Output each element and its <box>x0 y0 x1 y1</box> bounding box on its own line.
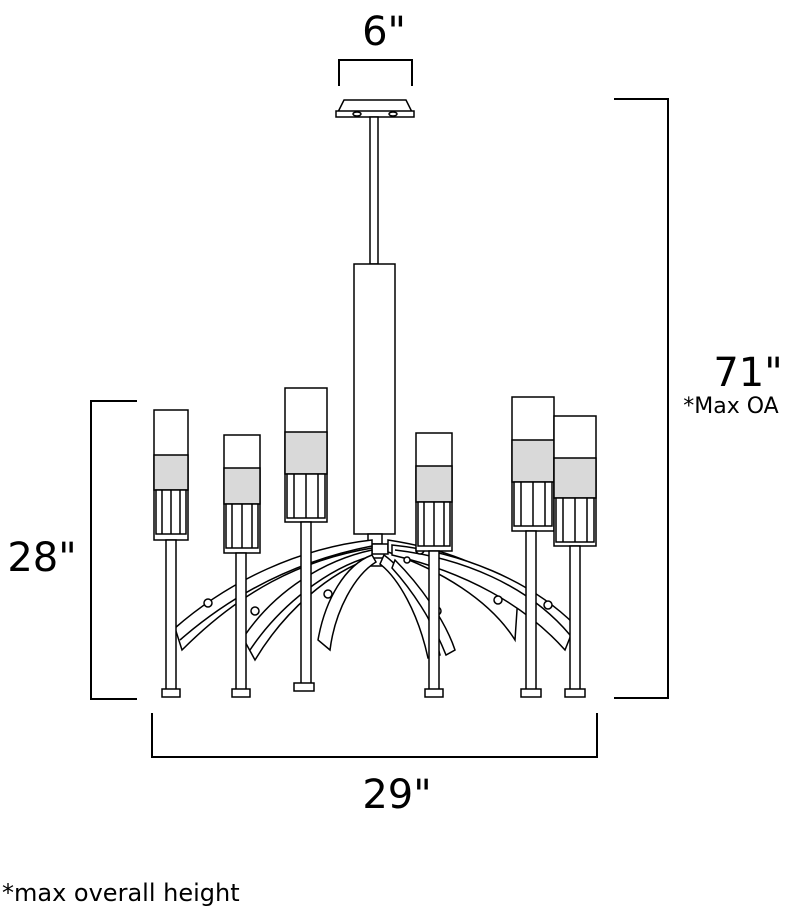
light-5 <box>511 396 555 698</box>
light-4 <box>415 432 453 698</box>
canopy <box>335 99 415 118</box>
fixture-width-bracket <box>151 713 598 758</box>
canopy-width-label: 6" <box>362 9 406 55</box>
overall-height-note: *Max OA <box>683 394 778 419</box>
light-3 <box>284 387 328 692</box>
center-column <box>353 263 396 535</box>
fixture-height-bracket <box>90 400 137 700</box>
overall-height-label: 71" <box>713 350 782 396</box>
fixture-width-label: 29" <box>362 772 431 818</box>
overall-height-bracket <box>614 98 669 699</box>
stem <box>369 116 379 265</box>
light-2 <box>223 434 261 698</box>
light-1 <box>153 409 189 698</box>
fixture-height-label: 28" <box>7 535 76 581</box>
light-6 <box>553 415 597 698</box>
chandelier-illustration <box>153 99 597 698</box>
footnote: *max overall height <box>2 879 240 907</box>
canopy-width-bracket <box>338 59 413 86</box>
